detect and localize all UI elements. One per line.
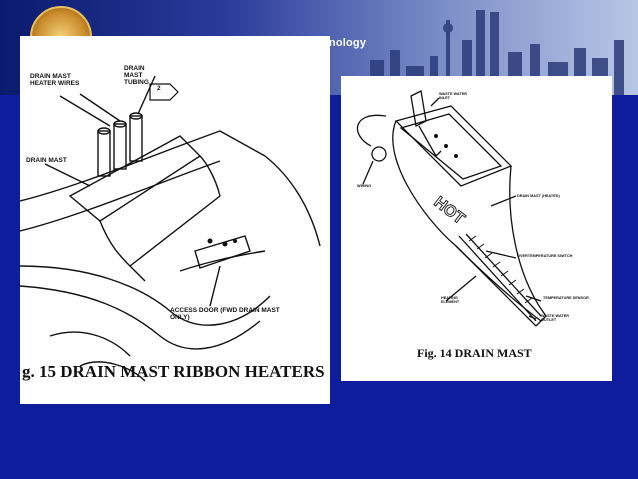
label-heating-element: HEATING ELEMENT	[441, 296, 460, 304]
label-waste-water-inlet: WASTE WATER INLET	[439, 92, 467, 100]
label-tubing-callout: 2	[157, 85, 161, 92]
label-tubing: DRAIN MAST TUBING	[124, 65, 149, 86]
label-drain-mast: DRAIN MAST	[26, 157, 67, 164]
hot-stencil-text: HOT	[431, 194, 468, 228]
drain-mast-line-drawing: HOT	[356, 90, 547, 327]
label-access-door: ACCESS DOOR (FWD DRAIN MAST ONLY)	[170, 307, 280, 321]
label-heater-wires: DRAIN MAST HEATER WIRES	[30, 73, 80, 87]
label-wiring: WIRING	[357, 184, 372, 188]
label-overtemperature-switch: OVERTEMPERATURE SWITCH	[517, 254, 573, 258]
label-drain-mast-heated: DRAIN MAST (HEATED)	[517, 194, 560, 198]
header-title: hnology	[322, 37, 367, 49]
figure-drain-mast-ribbon-heaters: DRAIN MAST HEATER WIRES DRAIN MAST TUBIN…	[20, 36, 330, 404]
label-temperature-sensor: TEMPERATURE SENSOR	[543, 296, 589, 300]
ribbon-heaters-line-drawing	[20, 75, 321, 382]
label-waste-water-outlet: WASTE WATER OUTLET	[541, 314, 569, 322]
figure-drain-mast: HOT WASTE WATER INLET WIRING DRAIN MAST …	[341, 76, 612, 381]
caption-fig-14: Fig. 14 DRAIN MAST	[417, 346, 532, 360]
caption-fig-15: g. 15 DRAIN MAST RIBBON HEATERS	[22, 362, 325, 381]
